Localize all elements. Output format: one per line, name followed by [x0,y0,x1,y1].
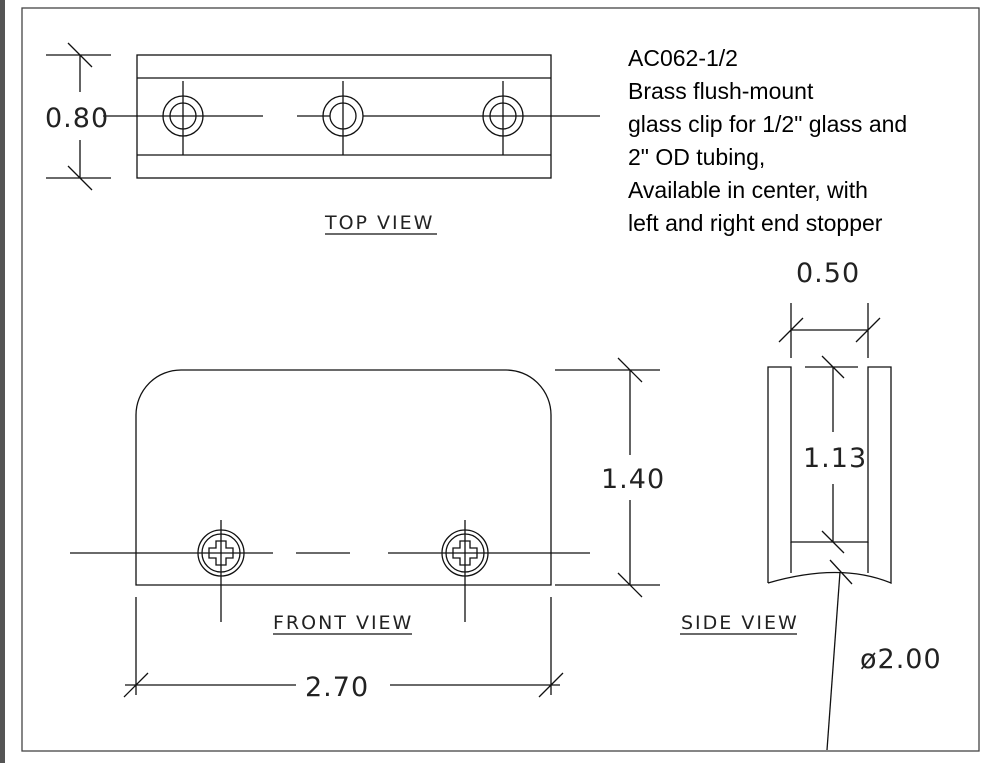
side-view-outline [767,366,892,584]
screw-left [197,520,245,622]
description-line: Brass flush-mount [628,78,814,104]
side-width-dimension: 0.50 [796,258,860,289]
side-depth-dimension: 1.13 [803,443,867,474]
front-width-dimension: 2.70 [305,672,369,703]
description-line: glass clip for 1/2" glass and [628,111,907,137]
front-view: 1.40 2.70 FRONT VIEW [70,357,665,703]
top-view: 0.80 TOP VIEW [45,42,600,235]
side-view: 0.50 1.13 ø2.00 SIDE VIEW [680,258,942,751]
front-height-dimension: 1.40 [601,464,665,495]
part-number: AC062-1/2 [628,45,738,71]
side-view-label: SIDE VIEW [681,612,799,634]
dimension-1-13: 1.13 [803,355,867,585]
description-line: Available in center, with [628,177,868,203]
hole-left [162,81,204,155]
front-view-label: FRONT VIEW [273,612,413,634]
top-height-dimension: 0.80 [45,103,109,134]
tube-leader-line [826,571,841,751]
dimension-1-40: 1.40 [555,357,665,598]
part-description: AC062-1/2 Brass flush-mount glass clip f… [628,45,907,236]
dimension-0-80: 0.80 [45,42,111,191]
window-edge [0,0,5,763]
description-line: left and right end stopper [628,210,883,236]
front-view-outline [135,369,552,586]
top-view-label: TOP VIEW [324,212,434,234]
hole-right [482,81,524,155]
description-line: 2" OD tubing, [628,144,765,170]
drawing-border [21,7,980,752]
dimension-2-70: 2.70 [123,597,564,703]
dimension-0-50: 0.50 [778,258,881,358]
screw-right [441,520,489,622]
tube-diameter-dimension: ø2.00 [860,644,942,675]
hole-center [322,81,364,155]
